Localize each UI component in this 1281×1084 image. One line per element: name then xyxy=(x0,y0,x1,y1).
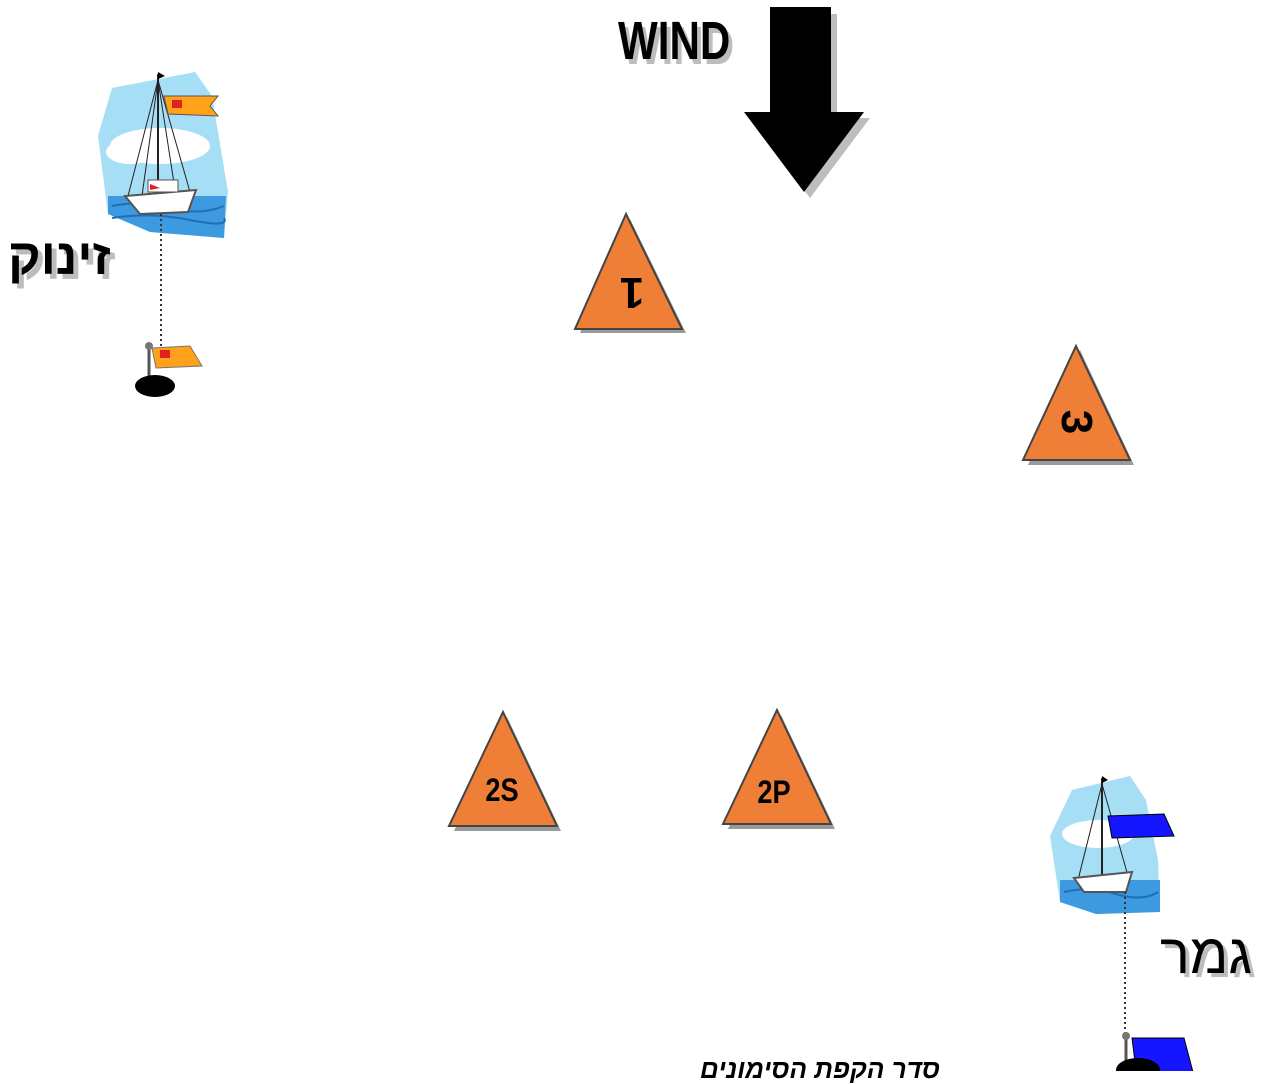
wind-arrow-icon xyxy=(744,7,870,198)
start-sailboat-icon xyxy=(98,72,228,352)
start-buoy-icon xyxy=(135,375,175,397)
rounding-order-caption: סדר הקפת הסימונים xyxy=(700,1056,940,1082)
start-label: זינוק xyxy=(8,232,111,282)
finish-sailboat-icon xyxy=(1050,776,1174,1040)
mark-1-label: 1 xyxy=(592,270,672,314)
mark-2p-triangle xyxy=(723,710,835,829)
wind-label: WIND xyxy=(618,14,730,68)
mark-3-label: 3 xyxy=(1054,382,1098,462)
mark-2p-label: 2P xyxy=(740,776,808,808)
finish-label: גמר xyxy=(1160,926,1252,982)
mark-2s-label: 2S xyxy=(468,774,536,806)
